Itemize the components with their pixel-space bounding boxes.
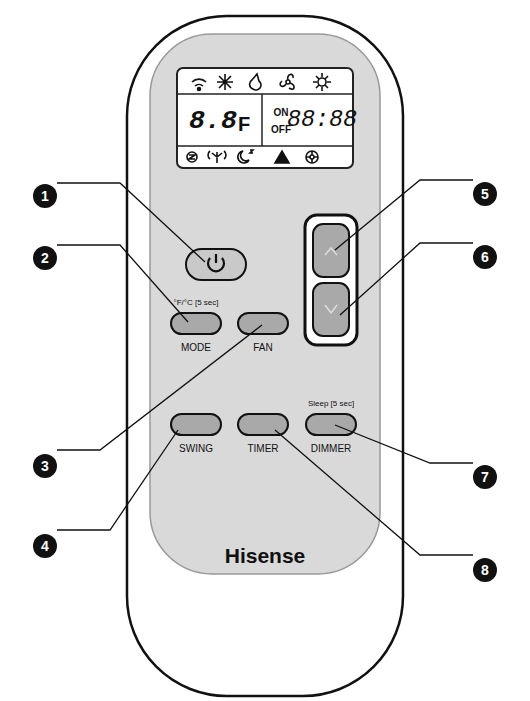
remote-body [127,16,403,696]
callout-number: 3 [41,459,49,473]
button-sublabel: °F/°C [5 sec] [173,299,218,307]
callout-number: 6 [481,250,489,264]
callout-number: 2 [41,251,49,265]
callout-circles [33,182,497,582]
callout-number: 4 [41,539,49,553]
lcd-unit: F [238,114,250,134]
down-button [313,283,349,336]
button-label: MODE [181,343,211,353]
button-sublabel: Sleep [5 sec] [308,400,354,408]
temp-button-frame [305,215,357,345]
timer-button [238,414,288,435]
button-label: SWING [179,444,213,454]
callout-number: 1 [41,189,49,203]
leader-lines [57,180,473,555]
callout-number: 7 [481,470,489,484]
dimmer-button [306,414,356,435]
lcd-clock: 88:88 [287,109,357,132]
lcd-on: ON [274,108,289,118]
button-label: TIMER [247,444,278,454]
brand-logo: Hisense [225,545,306,566]
button-label: FAN [253,343,272,353]
fan-button [238,313,288,334]
swing-button [171,414,221,435]
power-button [186,249,246,280]
callout-number: 8 [481,563,489,577]
mode-button [171,313,221,334]
lcd-digits: 8.8 [189,108,237,135]
button-label: DIMMER [311,444,352,454]
callout-number: 5 [481,187,489,201]
up-button [313,224,349,277]
remote-face [150,34,380,574]
